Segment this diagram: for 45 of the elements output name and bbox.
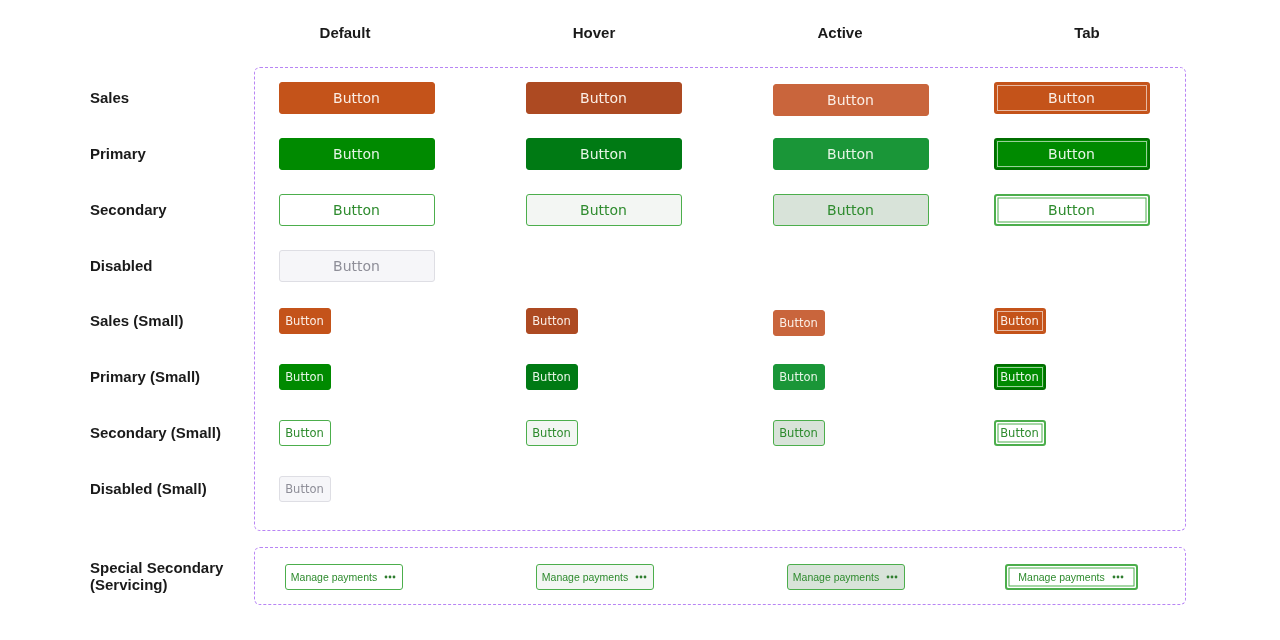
primary-button: Button: [993, 363, 1046, 390]
manage-payments-button: Manage payments: [1004, 563, 1138, 590]
row-header: Sales: [90, 89, 131, 106]
row-header: Primary (Small): [90, 368, 202, 385]
secondary-button: Button: [772, 419, 825, 446]
disabled-button: Button: [278, 475, 331, 502]
primary-button: Button: [993, 137, 1150, 170]
row-header: Primary: [90, 145, 147, 162]
column-header: Default: [318, 24, 372, 41]
primary-button: Button: [525, 137, 682, 170]
primary-button: Button: [772, 137, 929, 170]
secondary-button: Button: [525, 419, 578, 446]
primary-button: Button: [525, 363, 578, 390]
secondary-button: Button: [525, 193, 682, 226]
sales-button: Button: [525, 307, 578, 334]
row-header: Disabled: [90, 257, 154, 274]
column-header: Active: [816, 24, 864, 41]
manage-payments-button: Manage payments: [535, 563, 654, 590]
row-header: Secondary (Small): [90, 424, 222, 441]
row-header: Secondary: [90, 201, 168, 218]
group-frame: [254, 547, 1186, 605]
secondary-button: Button: [278, 193, 435, 226]
column-header: Tab: [1073, 24, 1101, 41]
column-header: Hover: [571, 24, 617, 41]
primary-button: Button: [278, 137, 435, 170]
sales-button: Button: [772, 309, 825, 336]
disabled-button: Button: [278, 249, 435, 282]
sales-button: Button: [993, 307, 1046, 334]
secondary-button: Button: [993, 193, 1150, 226]
group-frame: [254, 67, 1186, 531]
secondary-button: Button: [772, 193, 929, 226]
manage-payments-button: Manage payments: [284, 563, 403, 590]
row-header: Disabled (Small): [90, 480, 208, 497]
row-header: Sales (Small): [90, 312, 185, 329]
sales-button: Button: [772, 83, 929, 116]
primary-button: Button: [278, 363, 331, 390]
secondary-button: Button: [993, 419, 1046, 446]
sales-button: Button: [993, 81, 1150, 114]
sales-button: Button: [278, 81, 435, 114]
sales-button: Button: [525, 81, 682, 114]
sales-button: Button: [278, 307, 331, 334]
row-header: Special Secondary (Servicing): [90, 559, 225, 593]
primary-button: Button: [772, 363, 825, 390]
manage-payments-button: Manage payments: [786, 563, 905, 590]
secondary-button: Button: [278, 419, 331, 446]
